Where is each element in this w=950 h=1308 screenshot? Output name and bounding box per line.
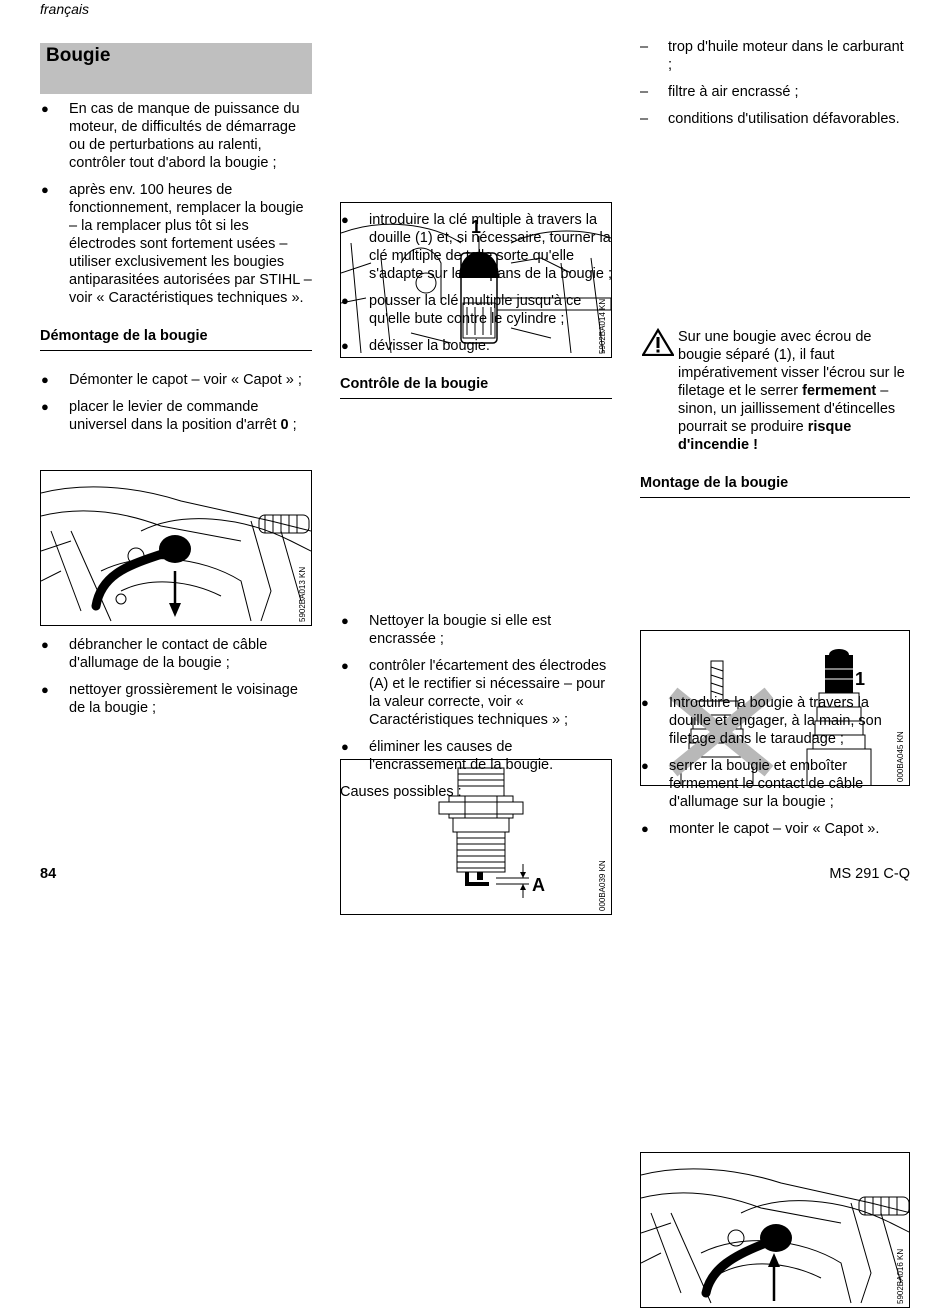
dash-marker: – xyxy=(640,39,649,55)
list-item: –filtre à air encrassé ; xyxy=(640,84,799,100)
bullet-icon: ● xyxy=(341,338,349,353)
removal-heading: Démontage de la bougie xyxy=(40,327,312,351)
warning-note: Sur une bougie avec écrou de bougie sépa… xyxy=(640,327,910,454)
removal-list: ●Démonter le capot – voir « Capot » ; ●p… xyxy=(40,371,312,434)
list-item: ●monter le capot – voir « Capot ». xyxy=(641,821,880,837)
mounting-list: ●Introduire la bougie à travers la douil… xyxy=(640,694,910,838)
bullet-icon: ● xyxy=(341,739,349,754)
mounting-text: ●Introduire la bougie à travers la douil… xyxy=(640,694,910,847)
bullet-icon: ● xyxy=(641,821,649,836)
mounting-heading: Montage de la bougie xyxy=(640,474,910,498)
list-item: ●En cas de manque de puissance du moteur… xyxy=(41,101,300,171)
callout-number: 1 xyxy=(471,217,481,237)
bullet-icon: ● xyxy=(41,182,49,197)
column-left: Bougie ●En cas de manque de puissance du… xyxy=(40,43,312,443)
bullet-icon: ● xyxy=(641,758,649,773)
language-label: français xyxy=(40,1,90,17)
figure-electrode-gap: A 000BA039 KN xyxy=(340,759,612,915)
dash-marker: – xyxy=(640,84,649,100)
list-item: ●introduire la clé multiple à travers la… xyxy=(341,212,612,282)
illustration-plug-nut: 1 xyxy=(668,649,872,785)
figure-unplug-cable: 5902BA013 KN xyxy=(40,470,312,626)
bullet-icon: ● xyxy=(641,695,649,710)
causes-label: Causes possibles : xyxy=(340,784,462,800)
bullet-icon: ● xyxy=(341,613,349,628)
callout-number: 1 xyxy=(855,669,865,689)
page-number: 84 xyxy=(40,866,57,882)
bullet-icon: ● xyxy=(341,212,349,227)
list-item: ●serrer la bougie et emboîter fermement … xyxy=(641,758,864,810)
bullet-icon: ● xyxy=(41,372,49,387)
bullet-icon: ● xyxy=(341,658,349,673)
column-right: –trop d'huile moteur dans le carburant ;… xyxy=(640,38,910,137)
list-item: –trop d'huile moteur dans le carburant ; xyxy=(640,39,904,73)
list-item: ●éliminer les causes de l'encrassement d… xyxy=(341,739,554,773)
list-item: ●dévisser la bougie. xyxy=(341,338,490,354)
bullet-icon: ● xyxy=(41,682,49,697)
list-item: ●Nettoyer la bougie si elle est encrassé… xyxy=(341,613,552,647)
bullet-icon: ● xyxy=(41,637,49,652)
causes-list: –trop d'huile moteur dans le carburant ;… xyxy=(640,38,910,128)
figure-code: 000BA039 KN xyxy=(598,860,607,911)
gap-label: A xyxy=(532,875,545,895)
warning-icon xyxy=(641,327,675,361)
illustration-spark-plug: A xyxy=(438,767,545,898)
cleanup-list: ●débrancher le contact de câble d'alluma… xyxy=(40,636,312,717)
bullet-icon: ● xyxy=(41,399,49,414)
section-title: Bougie xyxy=(40,43,312,94)
intro-list: ●En cas de manque de puissance du moteur… xyxy=(40,100,312,307)
removal-steps-list: ●introduire la clé multiple à travers la… xyxy=(340,211,612,355)
after-fig1-text: ●débrancher le contact de câble d'alluma… xyxy=(40,636,312,726)
column-middle-text: ●introduire la clé multiple à travers la… xyxy=(340,211,612,399)
list-item: ●pousser la clé multiple jusqu'à ce qu'e… xyxy=(341,293,582,327)
control-text: ●Nettoyer la bougie si elle est encrassé… xyxy=(340,612,612,801)
warning-block: Sur une bougie avec écrou de bougie sépa… xyxy=(640,327,910,498)
bullet-icon: ● xyxy=(41,101,49,116)
list-item: ●débrancher le contact de câble d'alluma… xyxy=(41,637,268,671)
illustration-insert-plug xyxy=(641,1168,909,1304)
illustration-socket-wrench: 1 xyxy=(341,217,611,354)
control-list: ●Nettoyer la bougie si elle est encrassé… xyxy=(340,612,612,774)
list-item: ●contrôler l'écartement des électrodes (… xyxy=(341,658,607,728)
figure-socket-wrench: 1 5902BA014 KN xyxy=(340,202,612,358)
list-item: ●Démonter le capot – voir « Capot » ; xyxy=(41,372,302,388)
illustration-unplug-cable xyxy=(41,486,311,622)
figure-code: 5902BA013 KN xyxy=(298,566,307,622)
list-item: ●nettoyer grossièrement le voisinage de … xyxy=(41,682,298,716)
model-name: MS 291 C-Q xyxy=(829,866,910,882)
control-heading: Contrôle de la bougie xyxy=(340,375,612,399)
figure-code: 5902BA016 KN xyxy=(896,1248,905,1304)
figure-plug-nut: 1 000BA045 KN xyxy=(640,630,910,786)
dash-marker: – xyxy=(640,111,649,127)
figure-insert-plug: 5902BA016 KN xyxy=(640,1152,910,1308)
list-item: ●placer le levier de commande universel … xyxy=(41,399,297,433)
list-item: ●Introduire la bougie à travers la douil… xyxy=(641,695,882,747)
bullet-icon: ● xyxy=(341,293,349,308)
list-item: ●après env. 100 heures de fonctionnement… xyxy=(41,182,312,306)
list-item: –conditions d'utilisation défavorables. xyxy=(640,111,900,127)
